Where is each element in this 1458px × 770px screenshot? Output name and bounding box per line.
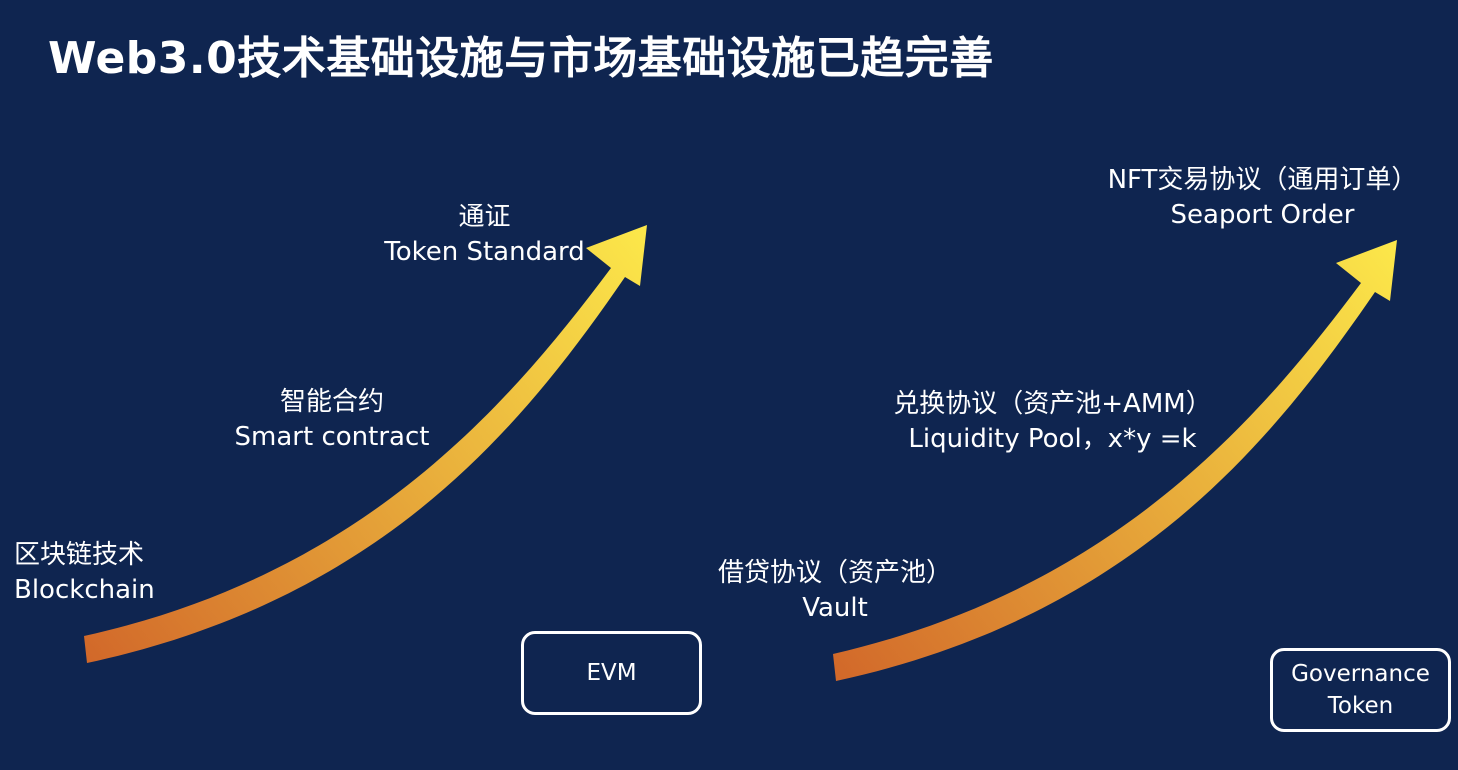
blockchain-en: Blockchain xyxy=(14,575,155,605)
vault-en: Vault xyxy=(802,593,868,623)
vault-zh: 借贷协议（资产池） xyxy=(717,558,952,588)
token-standard-zh: 通证 xyxy=(458,202,511,232)
governance-token-line1: Governance xyxy=(1291,661,1430,687)
vault-label: 借贷协议（资产池） Vault xyxy=(700,556,970,626)
smart-contract-label: 智能合约 Smart contract xyxy=(232,385,432,455)
smart-contract-zh: 智能合约 xyxy=(279,387,384,417)
evm-box: EVM xyxy=(521,631,702,715)
blockchain-zh: 区块链技术 xyxy=(14,540,145,570)
liquidity-pool-zh: 兑换协议（资产池+AMM） xyxy=(893,389,1212,419)
token-standard-label: 通证 Token Standard xyxy=(382,200,587,270)
smart-contract-en: Smart contract xyxy=(234,422,430,452)
liquidity-pool-en: Liquidity Pool，x*y =k xyxy=(908,424,1197,454)
governance-token-line2: Token xyxy=(1327,693,1394,719)
blockchain-label: 区块链技术 Blockchain xyxy=(14,538,155,608)
token-standard-en: Token Standard xyxy=(384,237,585,267)
evm-label: EVM xyxy=(586,660,637,686)
governance-token-box: Governance Token xyxy=(1270,648,1451,732)
page-title: Web3.0技术基础设施与市场基础设施已趋完善 xyxy=(48,33,994,84)
nft-protocol-en: Seaport Order xyxy=(1170,200,1355,230)
nft-protocol-label: NFT交易协议（通用订单） Seaport Order xyxy=(1095,163,1430,233)
nft-protocol-zh: NFT交易协议（通用订单） xyxy=(1107,165,1418,195)
liquidity-pool-label: 兑换协议（资产池+AMM） Liquidity Pool，x*y =k xyxy=(880,387,1225,457)
